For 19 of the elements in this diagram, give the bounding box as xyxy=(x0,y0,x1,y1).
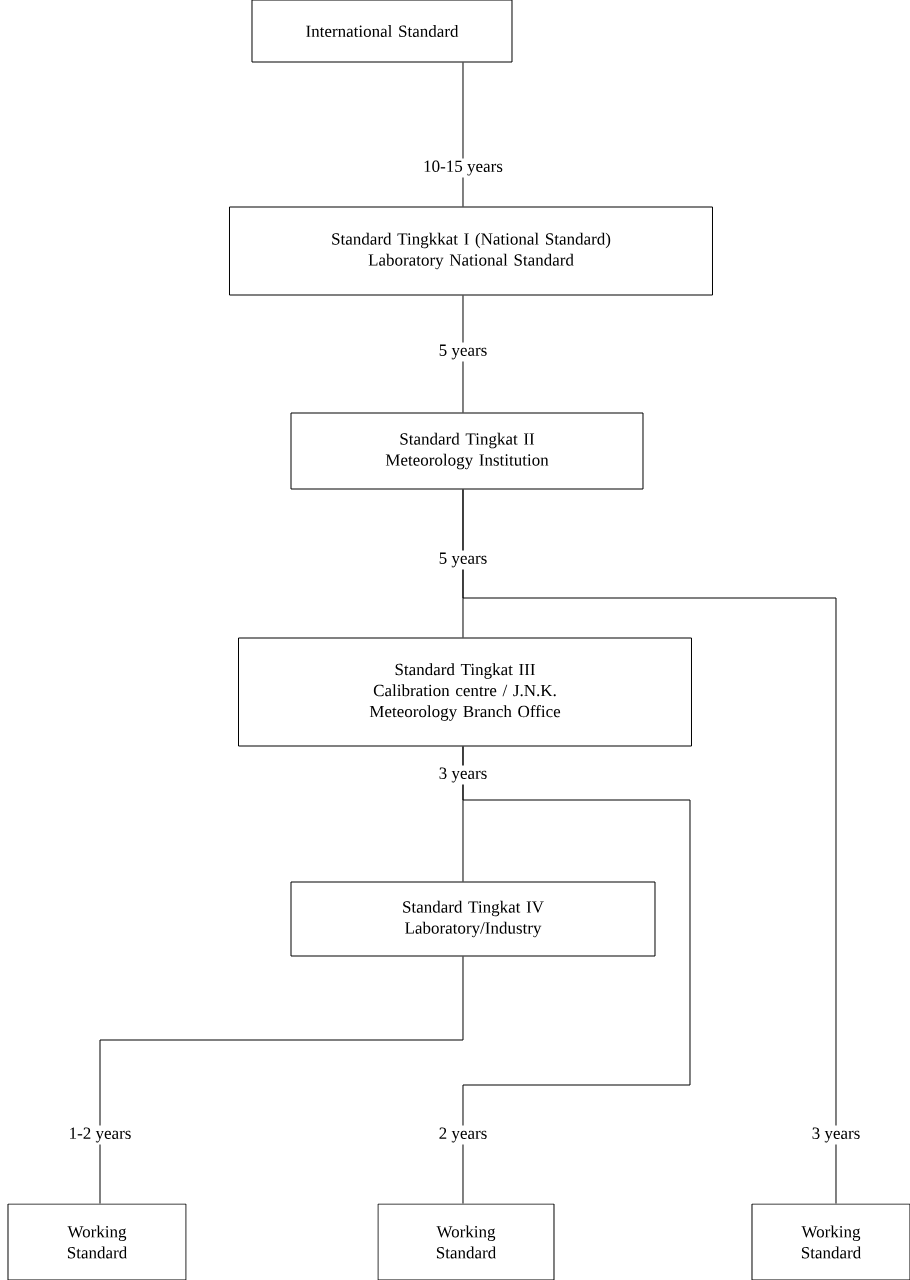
edge-label: 3 years xyxy=(809,1125,863,1145)
edge-label: 10-15 years xyxy=(421,158,505,178)
edge-label: 2 years xyxy=(436,1125,490,1145)
edge-label: 5 years xyxy=(436,550,490,570)
edge-label: 1-2 years xyxy=(66,1125,134,1145)
edge-label: 3 years xyxy=(436,765,490,785)
standard-box: Working Standard xyxy=(7,1203,187,1280)
connector-line xyxy=(462,62,464,207)
connector-line xyxy=(462,746,691,1204)
connector-line xyxy=(462,489,837,1204)
standard-box: Working Standard xyxy=(751,1203,910,1280)
standard-box: Standard Tingkat III Calibration centre / J.N.K. Meteorology Branch Office xyxy=(238,637,692,747)
connector-line xyxy=(99,956,464,1204)
standard-box: Standard Tingkat II Meteorology Institution xyxy=(290,412,644,490)
edge-label: 5 years xyxy=(436,342,490,362)
standard-box: Standard Tingkat IV Laboratory/Industry xyxy=(290,881,656,957)
standard-box: Working Standard xyxy=(377,1203,555,1280)
standard-box: International Standard xyxy=(251,0,513,63)
standard-box: Standard Tingkkat I (National Standard) Laboratory National Standard xyxy=(229,206,713,296)
